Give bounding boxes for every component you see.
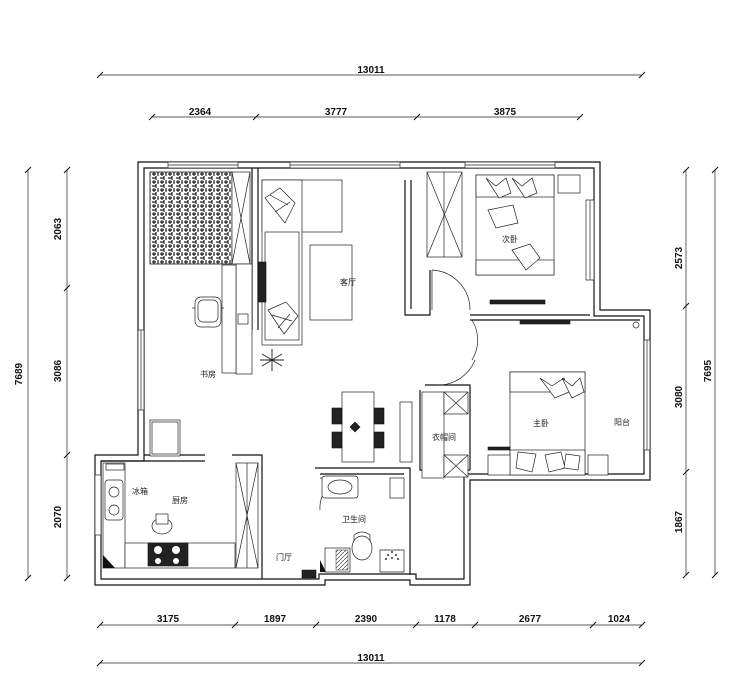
second-bedroom-furniture <box>426 171 581 305</box>
kitchen-furniture <box>102 419 259 569</box>
top-dimensions: 13011 2364 3777 3875 <box>96 65 646 121</box>
dim-bottom-segment: 2677 <box>519 614 542 625</box>
dim-top-segment: 3875 <box>494 107 517 118</box>
label-fridge: 冰箱 <box>132 486 148 496</box>
dim-bottom-total: 13011 <box>357 653 385 664</box>
label-living-room: 客厅 <box>340 277 356 287</box>
label-balcony: 阳台 <box>614 417 630 427</box>
dining-set <box>331 391 385 463</box>
label-foyer: 门厅 <box>276 552 292 562</box>
dim-bottom-segment: 3175 <box>157 614 180 625</box>
dim-left-segment: 3086 <box>53 359 64 382</box>
bottom-dimensions: 3175 1897 2390 1178 2677 1024 13011 <box>96 614 646 667</box>
label-kitchen: 厨房 <box>172 495 188 505</box>
right-dimensions: 7695 2573 3080 1867 <box>674 166 719 579</box>
dim-top-segment: 2364 <box>189 107 212 118</box>
living-room-furniture <box>257 179 353 371</box>
dim-right-total: 7695 <box>703 359 714 382</box>
dim-right-segment: 2573 <box>674 246 685 269</box>
dim-left-segment: 2063 <box>53 217 64 240</box>
dim-right-segment: 3080 <box>674 385 685 408</box>
room-labels: 客厅 次卧 书房 主卧 阳台 衣帽间 厨房 冰箱 卫生间 门厅 <box>132 234 630 562</box>
label-study: 书房 <box>200 369 216 379</box>
master-bedroom-furniture <box>487 319 640 476</box>
dim-bottom-segment: 2390 <box>355 614 378 625</box>
label-master-bedroom: 主卧 <box>533 418 549 428</box>
dim-left-segment: 2070 <box>53 505 64 528</box>
cloakroom-furniture <box>421 391 469 479</box>
left-dimensions: 7689 2063 3086 2070 <box>14 166 71 582</box>
dim-bottom-segment: 1024 <box>608 614 631 625</box>
label-second-bedroom: 次卧 <box>502 234 518 244</box>
label-bathroom: 卫生间 <box>342 514 366 524</box>
dim-bottom-segment: 1897 <box>264 614 287 625</box>
dim-right-segment: 1867 <box>674 510 685 533</box>
dim-top-segment: 3777 <box>325 107 348 118</box>
bathroom-furniture <box>301 475 405 579</box>
windows <box>94 161 651 536</box>
dim-top-total: 13011 <box>357 65 385 76</box>
label-cloakroom: 衣帽间 <box>432 432 456 442</box>
study-storage <box>149 171 253 375</box>
dim-bottom-segment: 1178 <box>434 614 456 625</box>
sideboard <box>399 401 413 463</box>
dim-left-total: 7689 <box>14 362 25 385</box>
